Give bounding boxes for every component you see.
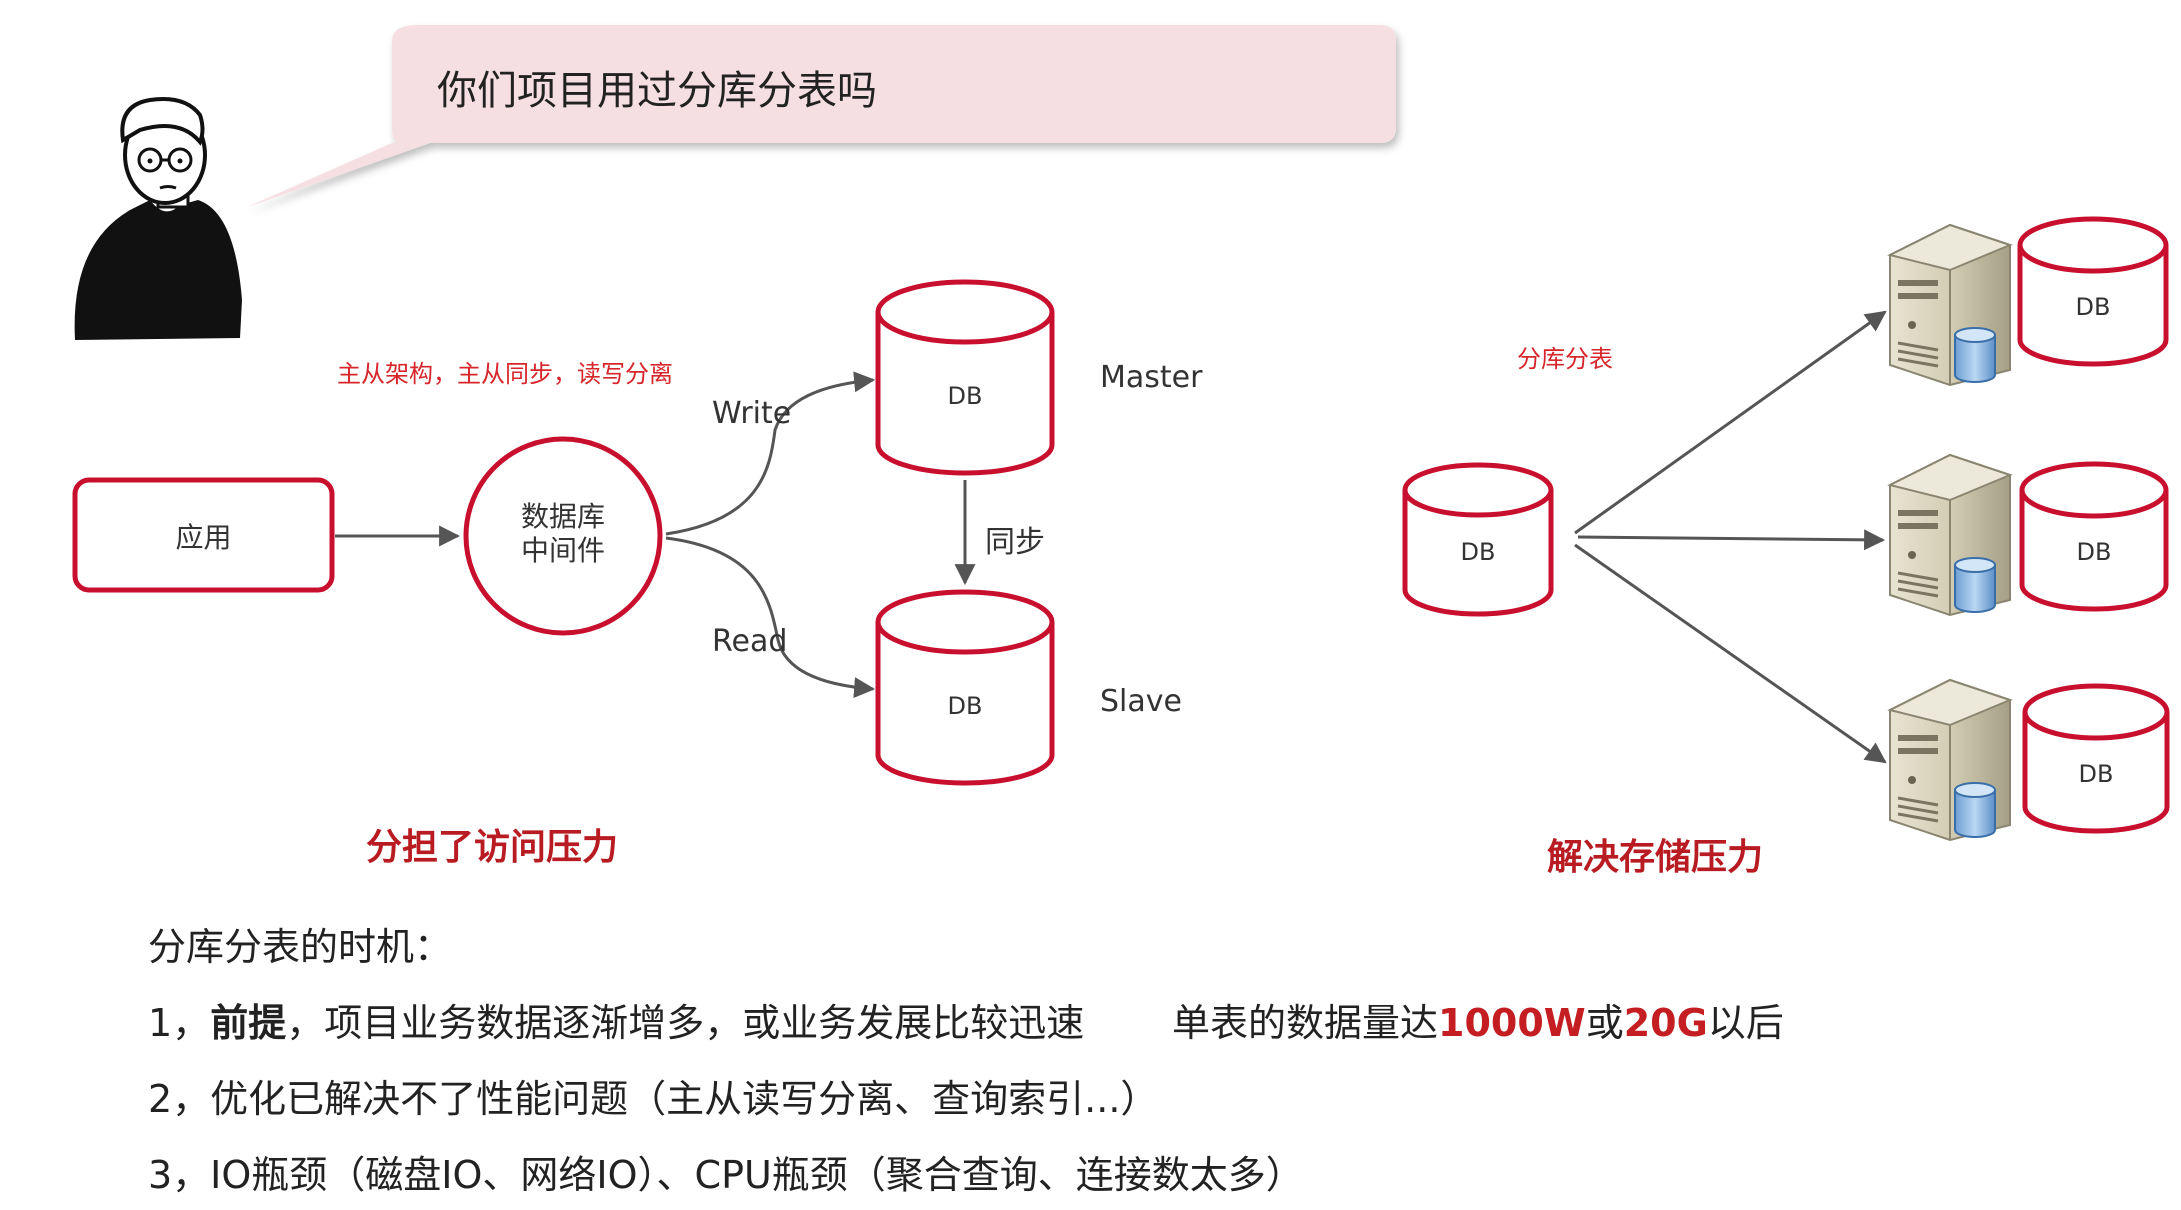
threshold-suffix: 以后 xyxy=(1708,1001,1784,1045)
timing-line-2: 2，优化已解决不了性能问题（主从读写分离、查询索引...） xyxy=(148,1068,1158,1123)
architecture-note: 主从架构，主从同步，读写分离 xyxy=(337,354,673,389)
sync-label: 同步 xyxy=(985,517,1045,561)
shard-db-cylinder xyxy=(2025,686,2167,831)
slave-db-label: DB xyxy=(878,692,1052,720)
server-icon xyxy=(1890,455,2010,615)
speech-bubble xyxy=(245,25,1396,208)
middleware-label: 数据库 中间件 xyxy=(466,500,660,568)
timing-title: 分库分表的时机： xyxy=(148,916,452,971)
storage-pressure-headline: 解决存储压力 xyxy=(1547,828,1763,880)
access-pressure-headline: 分担了访问压力 xyxy=(366,818,618,870)
middleware-label-line2: 中间件 xyxy=(466,534,660,568)
threshold-size: 20G xyxy=(1624,1001,1708,1045)
shard-db-label-3: DB xyxy=(2025,760,2167,788)
read-label: Read xyxy=(712,624,787,659)
threshold-middle: 或 xyxy=(1586,1001,1624,1045)
sharding-note: 分库分表 xyxy=(1517,339,1613,374)
server-icon xyxy=(1890,680,2010,840)
master-db-cylinder xyxy=(878,282,1052,473)
server-icon xyxy=(1890,225,2010,385)
bubble-question: 你们项目用过分库分表吗 xyxy=(437,58,877,116)
middleware-label-line1: 数据库 xyxy=(466,500,660,534)
line1-rest: ，项目业务数据逐渐增多，或业务发展比较迅速 xyxy=(286,1001,1084,1045)
threshold-rows: 1000W xyxy=(1438,1001,1586,1045)
person-avatar-icon xyxy=(75,99,242,340)
write-label: Write xyxy=(712,396,791,431)
source-db-label: DB xyxy=(1405,538,1551,566)
read-edge xyxy=(666,538,873,689)
shard-arrow-bottom xyxy=(1575,545,1885,762)
shard-db-cylinder xyxy=(2020,219,2166,364)
line1-prefix: 1， xyxy=(148,1001,210,1045)
threshold-prefix: 单表的数据量达 xyxy=(1172,1001,1438,1045)
master-db-label: DB xyxy=(878,382,1052,410)
shard-arrow-top xyxy=(1575,312,1885,533)
timing-line-1: 1，前提，项目业务数据逐渐增多，或业务发展比较迅速 xyxy=(148,992,1084,1047)
shard-arrow-middle xyxy=(1578,537,1883,540)
shard-db-cylinder xyxy=(2022,464,2166,609)
line1-emphasis: 前提 xyxy=(210,1001,286,1045)
shard-db-label-1: DB xyxy=(2020,293,2166,321)
slave-label: Slave xyxy=(1100,684,1182,719)
master-label: Master xyxy=(1100,360,1202,395)
slave-db-cylinder xyxy=(878,592,1052,783)
shard-db-label-2: DB xyxy=(2022,538,2166,566)
app-label: 应用 xyxy=(75,516,332,556)
timing-line-3: 3，IO瓶颈（磁盘IO、网络IO）、CPU瓶颈（聚合查询、连接数太多） xyxy=(148,1144,1304,1199)
timing-line-1-threshold: 单表的数据量达1000W或20G以后 xyxy=(1172,992,1784,1047)
